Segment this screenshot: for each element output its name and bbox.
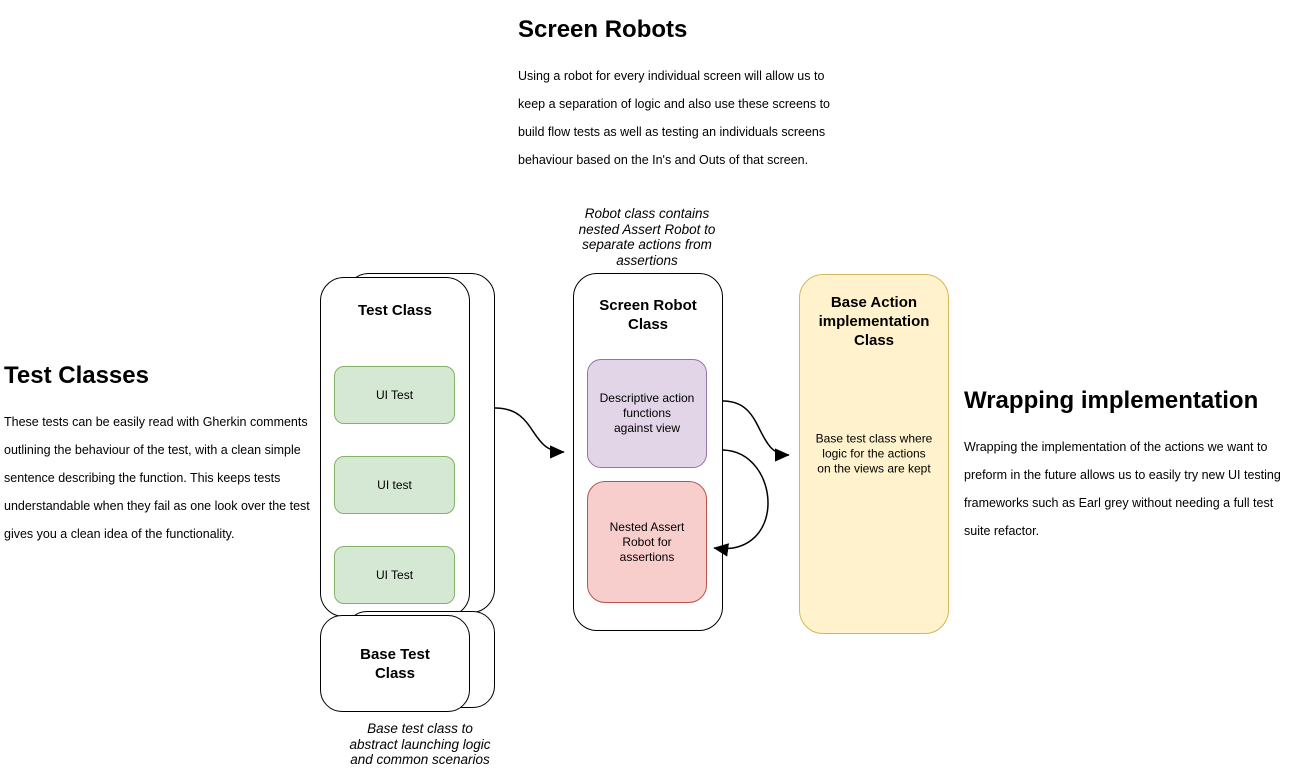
screen-robots-paragraph: Using a robot for every individual scree… (518, 69, 831, 167)
ui-test-box-1: UI Test (334, 366, 455, 424)
ui-test-box-2: UI test (334, 456, 455, 514)
screen-robot-caption: Robot class contains nested Assert Robot… (578, 206, 716, 268)
nested-assert-robot-box: Nested Assert Robot for assertions (587, 481, 707, 603)
wrapping-paragraph: Wrapping the implementation of the actio… (964, 440, 1281, 538)
test-classes-paragraph: These tests can be easily read with Gher… (4, 415, 310, 541)
test-classes-heading: Test Classes (4, 362, 149, 389)
base-test-class-title: Base Test Class (360, 645, 430, 682)
base-action-class-title: Base Action implementation Class (818, 294, 930, 349)
test-class-title: Test Class (358, 302, 432, 319)
arrow-screenrobot-to-baseaction (722, 400, 790, 462)
base-test-class-caption: Base test class to abstract launching lo… (349, 721, 491, 767)
descriptive-action-box: Descriptive action functions against vie… (587, 359, 707, 468)
arrow-testclass-to-screenrobot (494, 407, 565, 459)
base-test-class-box: Base Test Class (320, 615, 470, 712)
base-action-class-box: Base Action implementation Class Base te… (799, 274, 949, 634)
wrapping-heading: Wrapping implementation (964, 387, 1259, 414)
screen-robot-class-title: Screen Robot Class (599, 297, 697, 333)
ui-test-box-3: UI Test (334, 546, 455, 604)
base-action-class-body: Base test class where logic for the acti… (815, 431, 933, 476)
screen-robots-heading: Screen Robots (518, 16, 688, 43)
